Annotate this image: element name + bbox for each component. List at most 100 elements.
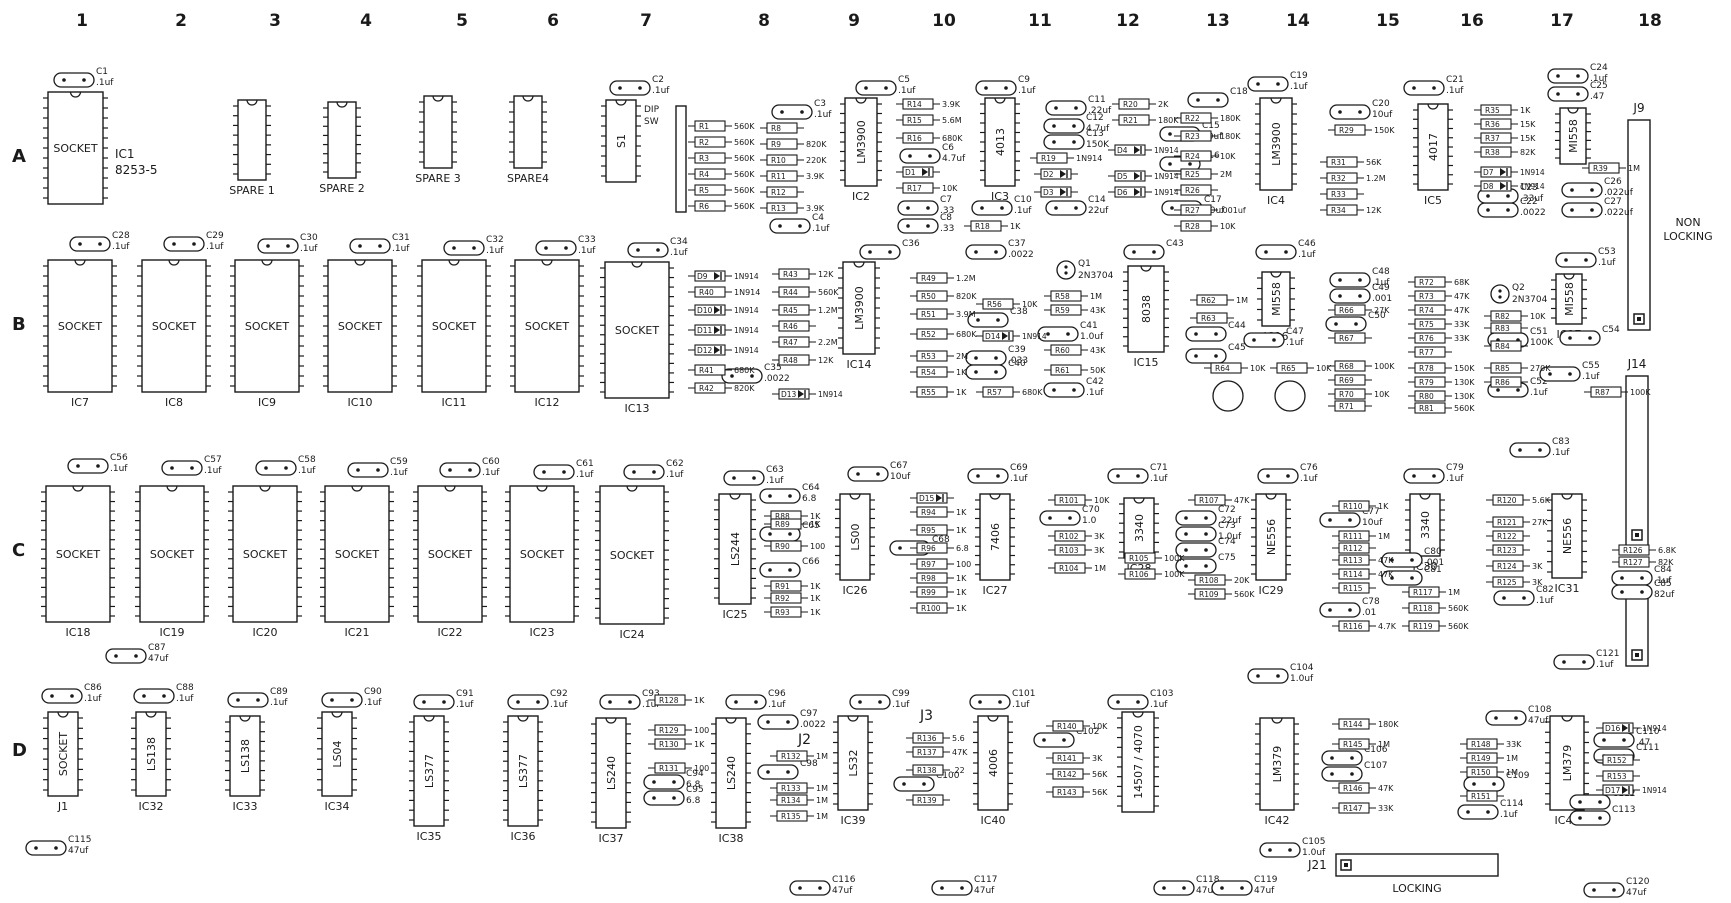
resistor-value: 560K xyxy=(734,154,755,163)
resistor-label: R133 xyxy=(781,784,801,793)
ic-ref: IC33 xyxy=(233,800,258,813)
capacitor-C54: C54 xyxy=(1559,325,1620,346)
resistor-value: 560K xyxy=(1234,590,1255,599)
capacitor-C113: C113 xyxy=(1569,805,1635,826)
resistor-value: 10K xyxy=(1220,222,1236,231)
board-label-J2: J2 xyxy=(797,732,811,748)
resistor-body xyxy=(1052,768,1084,780)
ic-body xyxy=(232,485,298,623)
capacitor-label: C21 xyxy=(1446,75,1464,85)
capacitor-body xyxy=(975,80,1017,96)
diode-arrow xyxy=(798,390,804,398)
capacitor-value: .1uf xyxy=(1286,338,1304,348)
capacitor-lead xyxy=(786,770,790,774)
diode-body xyxy=(1114,170,1146,182)
resistor-body xyxy=(1338,568,1370,580)
resistor-body xyxy=(916,366,948,378)
connector-caption: NON xyxy=(1675,216,1700,229)
capacitor-value: .33 xyxy=(940,206,954,216)
resistor-value: 12K xyxy=(1366,206,1382,215)
capacitor-value: .1uf xyxy=(486,246,504,256)
capacitor-C3: C3.1uf xyxy=(771,99,832,120)
resistor-label: R18 xyxy=(975,222,990,231)
diode-label: D9 xyxy=(697,272,708,281)
capacitor-value: .1uf xyxy=(814,110,832,120)
ic-ref: 8253-5 xyxy=(115,163,158,177)
capacitor-value: .1uf xyxy=(1010,474,1028,484)
resistor-label: R32 xyxy=(1331,174,1346,183)
capacitor-lead xyxy=(142,694,146,698)
capacitor-label: C28 xyxy=(112,231,130,241)
capacitor-lead xyxy=(1432,86,1436,90)
resistor-label: R88 xyxy=(775,512,790,521)
connector-body xyxy=(1625,375,1649,547)
connector-ref: J14 xyxy=(1627,357,1647,371)
capacitor-C23: C23.33uf xyxy=(1477,183,1544,204)
capacitor-lead xyxy=(1054,206,1058,210)
ic-notch xyxy=(69,91,82,98)
capacitor-label: C83 xyxy=(1552,437,1570,447)
resistor-value: .22 xyxy=(952,766,965,775)
column-label-15: 15 xyxy=(1376,11,1400,31)
ic-notch xyxy=(1563,273,1575,280)
resistor-body xyxy=(912,794,944,806)
capacitor-C58: C58.1uf xyxy=(255,455,316,476)
resistor-value: 180K xyxy=(1220,114,1241,123)
resistor-label: R42 xyxy=(699,384,714,393)
resistor-body xyxy=(1492,494,1524,506)
diode-arrow xyxy=(1622,724,1628,732)
resistor-label: R144 xyxy=(1343,720,1363,729)
capacitor-lead xyxy=(984,86,988,90)
resistor-value: 150K xyxy=(1374,126,1395,135)
capacitor-lead xyxy=(780,110,784,114)
capacitor-body xyxy=(1033,732,1075,748)
capacitor-lead xyxy=(768,532,772,536)
ic-body xyxy=(237,99,267,181)
resistor-body xyxy=(1408,586,1440,598)
resistor-value: 1K xyxy=(1378,502,1389,511)
ic-spare1: SPARE 1 xyxy=(229,99,275,197)
capacitor-label: C26 xyxy=(1604,177,1622,187)
connector-body xyxy=(1335,853,1499,877)
ic-body xyxy=(507,715,539,827)
capacitor-lead xyxy=(1348,518,1352,522)
resistor-body xyxy=(778,320,810,332)
resistor-value: 5.6K xyxy=(1532,496,1551,505)
resistor-body xyxy=(1334,374,1366,386)
resistor-value: 10K xyxy=(1250,364,1266,373)
capacitor-body xyxy=(1043,118,1085,134)
resistor-R67: R67 xyxy=(1328,332,1372,344)
resistor-value: 2K xyxy=(1158,100,1169,109)
ic-notch xyxy=(448,259,460,266)
capacitor-body xyxy=(1485,710,1527,726)
ic-spare3: SPARE 3 xyxy=(415,95,461,185)
capacitor-label: C61 xyxy=(576,459,594,469)
resistor-value: 27K xyxy=(1374,306,1390,315)
resistor-body xyxy=(1492,544,1524,556)
capacitor-body xyxy=(1255,244,1297,260)
capacitor-C84: C84.1uf xyxy=(1611,565,1672,586)
diode-body xyxy=(916,492,948,504)
resistor-label: R77 xyxy=(1419,348,1434,357)
capacitor-label: C118 xyxy=(1196,875,1220,885)
capacitor-body xyxy=(227,692,269,708)
capacitor-label: C47 xyxy=(1286,327,1304,337)
capacitor-lead xyxy=(452,246,456,250)
ic-notch xyxy=(331,711,343,718)
capacitor-lead xyxy=(284,466,288,470)
ic-notch xyxy=(855,97,867,104)
resistor-label: R102 xyxy=(1059,532,1079,541)
resistor-label: R132 xyxy=(781,752,801,761)
capacitor-label: C64 xyxy=(802,483,820,493)
capacitor-label: C38 xyxy=(1010,307,1028,317)
